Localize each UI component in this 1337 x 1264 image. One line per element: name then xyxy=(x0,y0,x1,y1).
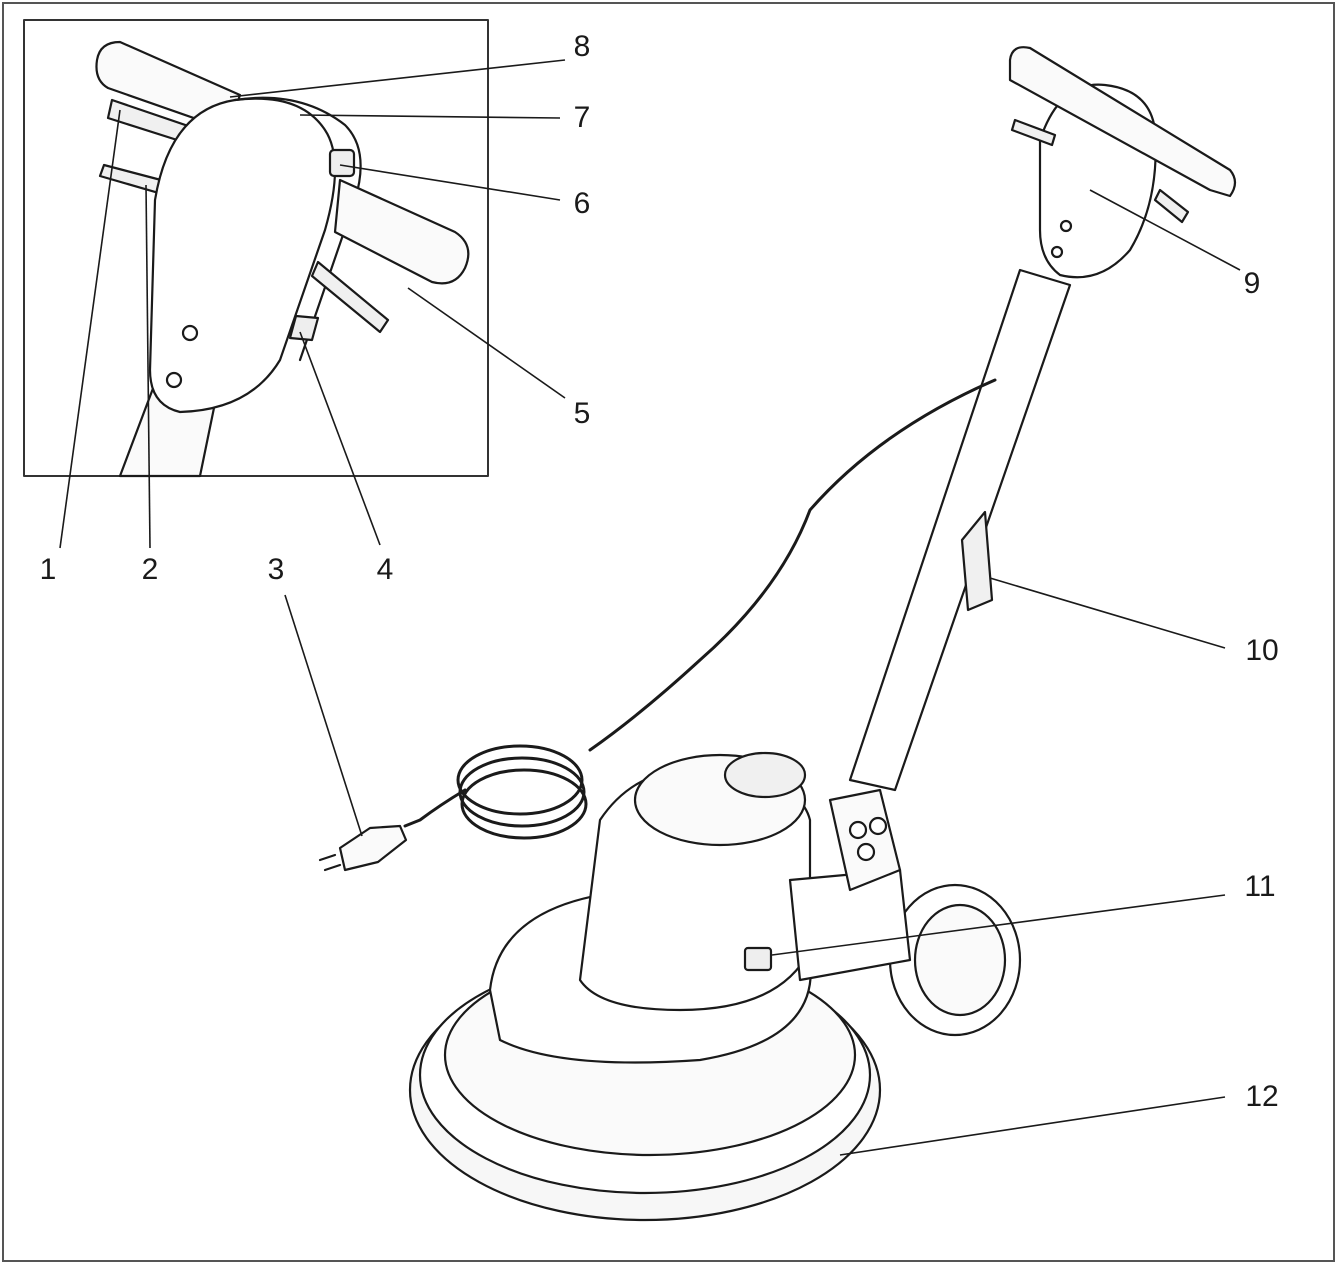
callout-9: 9 xyxy=(1243,267,1261,300)
callout-10: 10 xyxy=(1245,634,1279,667)
callout-6: 6 xyxy=(573,187,591,220)
callout-12: 12 xyxy=(1245,1080,1279,1113)
callout-5: 5 xyxy=(573,397,591,430)
callout-2: 2 xyxy=(141,553,159,586)
callout-1: 1 xyxy=(39,553,57,586)
leader-lines xyxy=(59,59,1241,1156)
callout-8: 8 xyxy=(573,30,591,63)
callout-3: 3 xyxy=(267,553,285,586)
callout-4: 4 xyxy=(376,553,394,586)
callout-11: 11 xyxy=(1244,870,1276,903)
floor-machine xyxy=(318,46,1237,1222)
callout-7: 7 xyxy=(573,101,591,134)
handle-detail-inset xyxy=(23,19,489,478)
